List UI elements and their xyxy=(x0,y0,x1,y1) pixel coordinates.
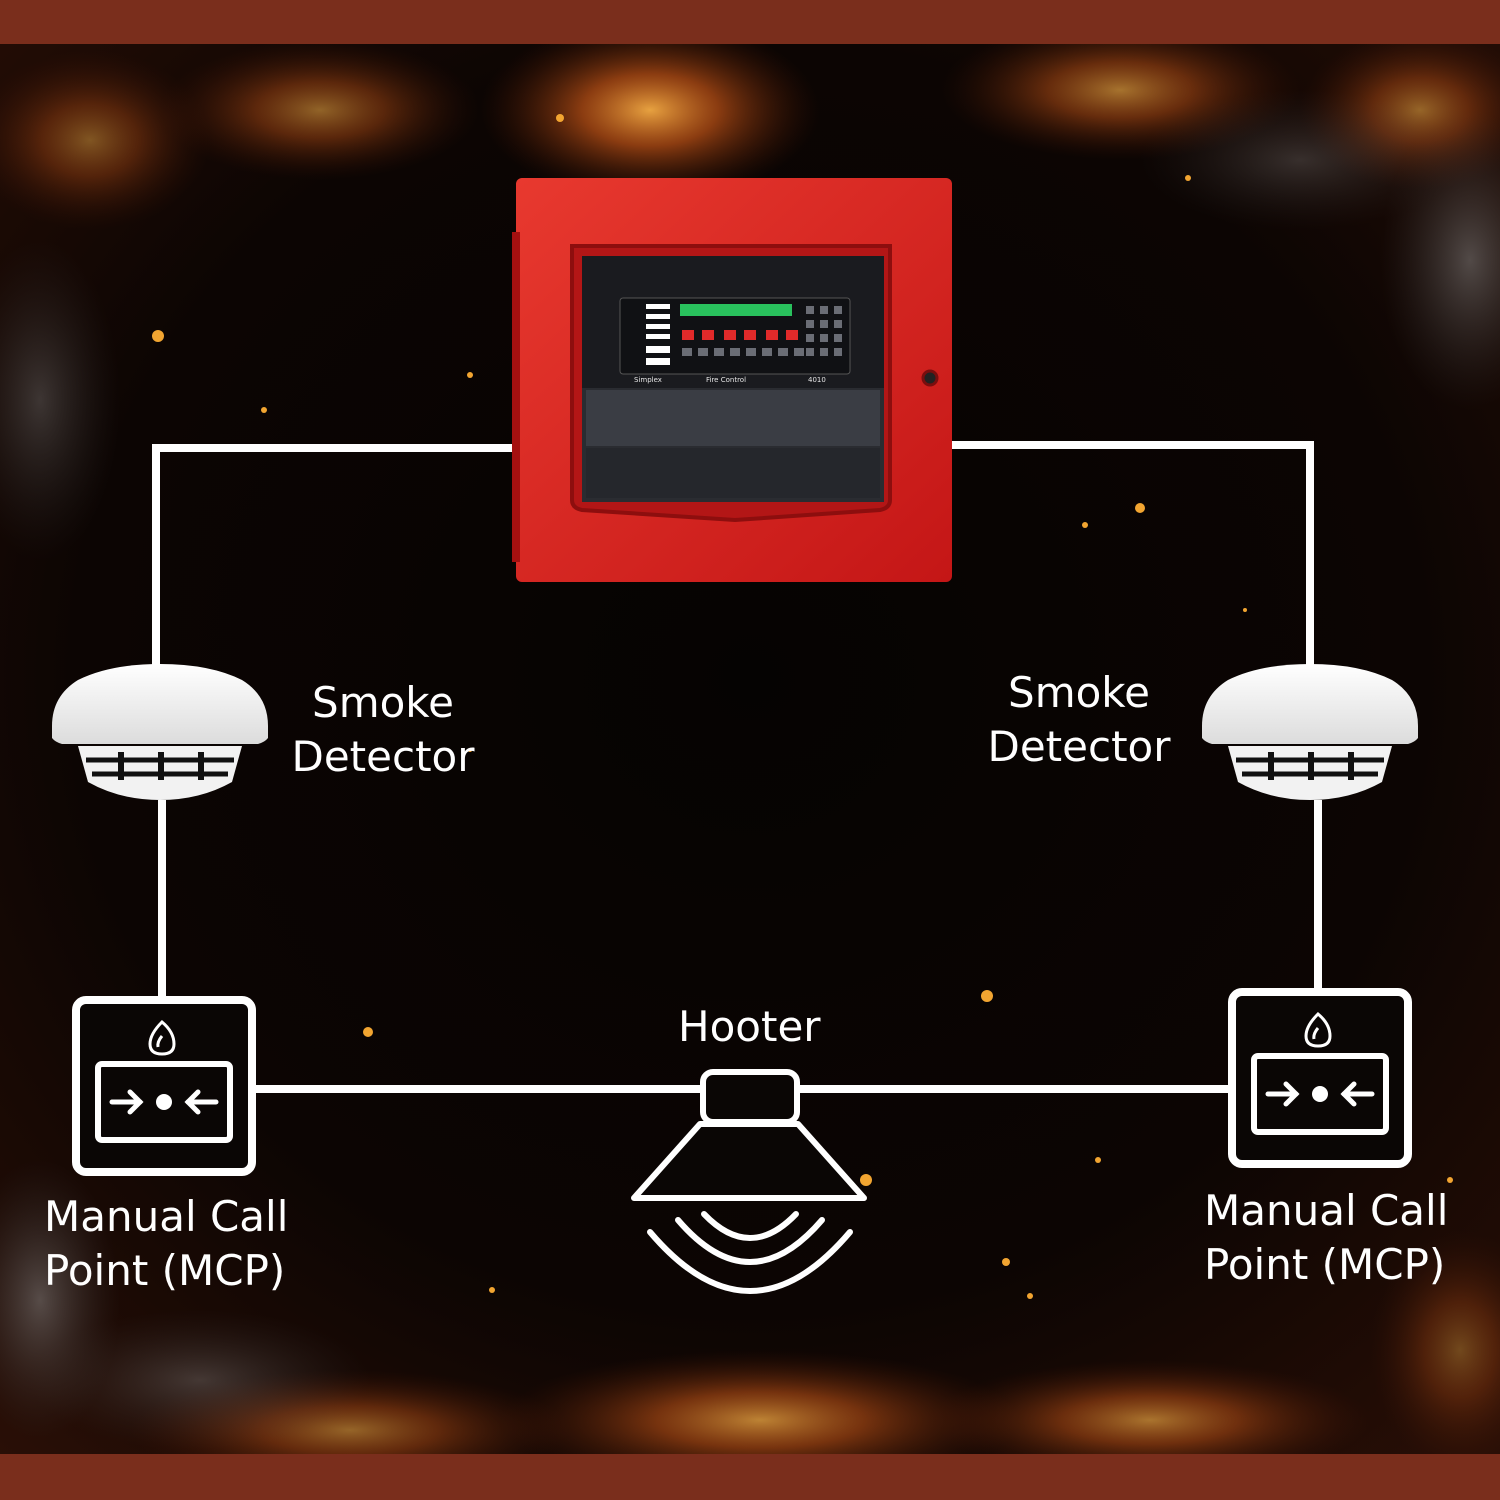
panel-key-lock-icon xyxy=(921,369,939,387)
manual-call-point-right-label: Manual Call Point (MCP) xyxy=(1204,1184,1448,1292)
fire-control-panel: Simplex Fire Control 4010 xyxy=(512,178,952,582)
panel-brand: Simplex xyxy=(634,376,662,384)
manual-call-point-right-icon xyxy=(1228,988,1412,1168)
fire-symbol-icon xyxy=(1304,1011,1332,1048)
smoke-detector-right-icon xyxy=(1202,664,1418,800)
top-frame-band xyxy=(0,0,1500,44)
sound-wave-inner xyxy=(701,1211,799,1241)
hooter-icon xyxy=(631,1069,867,1294)
wire-panel-to-right-detector xyxy=(950,441,1314,680)
bottom-frame-band xyxy=(0,1454,1500,1500)
smoke-detector-right-line2: Detector xyxy=(987,722,1171,771)
smoke-detector-left-line2: Detector xyxy=(291,732,475,781)
panel-model: 4010 xyxy=(808,376,826,384)
sound-wave-middle xyxy=(675,1217,825,1265)
manual-call-point-right-line1: Manual Call xyxy=(1204,1186,1449,1235)
manual-call-point-left-line2: Point (MCP) xyxy=(44,1246,286,1295)
fire-symbol-icon xyxy=(148,1019,176,1056)
fire-background xyxy=(0,44,1500,1454)
smoke-detector-right-label: Smoke Detector xyxy=(984,666,1174,774)
panel-lcd-display xyxy=(680,304,792,316)
smoke-detector-left-icon xyxy=(52,664,268,800)
smoke-detector-right-line1: Smoke xyxy=(1008,668,1150,717)
wiring-loop xyxy=(152,441,1322,1093)
smoke-detector-left-label: Smoke Detector xyxy=(288,676,478,784)
panel-alarm-buttons xyxy=(682,330,798,340)
panel-caption: Fire Control xyxy=(706,376,746,384)
hooter-label: Hooter xyxy=(678,1002,821,1051)
manual-call-point-left-icon xyxy=(72,996,256,1176)
embers xyxy=(80,114,1453,1299)
manual-call-point-right-line2: Point (MCP) xyxy=(1204,1240,1446,1289)
manual-call-point-left-line1: Manual Call xyxy=(44,1192,289,1241)
wire-panel-to-left-detector xyxy=(152,444,516,680)
diagram-canvas: Simplex Fire Control 4010 xyxy=(0,44,1500,1454)
sound-wave-outer xyxy=(647,1229,853,1294)
manual-call-point-left-label: Manual Call Point (MCP) xyxy=(44,1190,288,1298)
smoke-detector-left-line1: Smoke xyxy=(312,678,454,727)
